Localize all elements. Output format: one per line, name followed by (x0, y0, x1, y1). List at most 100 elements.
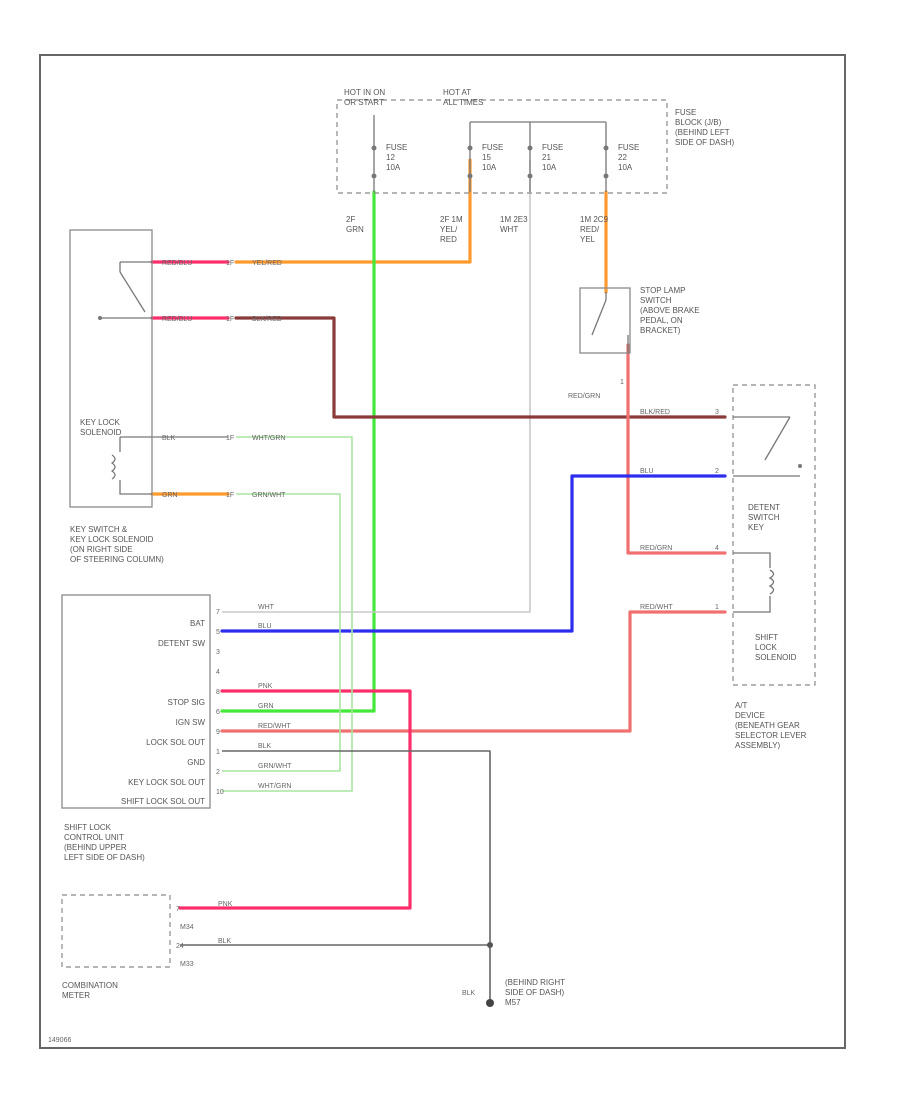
wire-grn-ign (220, 190, 376, 713)
key-switch-desc: KEY SWITCH &KEY LOCK SOLENOID(ON RIGHT S… (70, 525, 164, 564)
stop-lamp-out: RED/GRN (568, 393, 600, 400)
cu-pin-num-8: 2 (216, 769, 220, 776)
fuse-block-outline (336, 99, 668, 194)
wire-blk-meter (180, 944, 491, 1000)
cu-pin-wire-8: GRN/WHT (258, 763, 292, 770)
wire-pnk (178, 689, 412, 910)
at-w2: BLU (640, 468, 654, 475)
meter-outline (61, 894, 171, 968)
ground-icon (486, 999, 494, 1007)
cu-pin-num-9: 10 (216, 789, 224, 796)
shift-solenoid-coil (733, 552, 775, 613)
wire-grn-wht (222, 493, 341, 772)
key-w2-in: RED/BLU (162, 316, 192, 323)
solenoid-coil (110, 436, 152, 495)
splice-dot (487, 942, 493, 948)
wire-red-grn (626, 343, 727, 555)
cu-pin-wire-4: PNK (258, 683, 273, 690)
at-w4: RED/WHT (640, 604, 673, 611)
cu-pin-wire-5: GRN (258, 703, 274, 710)
at-p4: 1 (715, 604, 719, 611)
cu-pin-num-6: 9 (216, 729, 220, 736)
wire-blu-detent (220, 474, 727, 633)
ground-wire: BLK (462, 990, 476, 997)
key-w1-in: RED/BLU (162, 260, 192, 267)
cu-pin-label-0: BAT (190, 619, 205, 628)
wire-yel-red (234, 158, 472, 264)
key-w1-out: YEL/RED (252, 260, 282, 267)
wire-wht-grn (222, 436, 353, 792)
cu-pin-num-7: 1 (216, 749, 220, 756)
cu-pin-label-7: GND (187, 758, 205, 767)
wire-red-wht (220, 610, 727, 733)
cu-pin-wire-7: BLK (258, 743, 272, 750)
key-c2: 1F (226, 316, 234, 323)
cu-pin-wire-1: BLU (258, 623, 272, 630)
cu-pin-label-5: IGN SW (176, 718, 206, 727)
cu-pin-num-5: 6 (216, 709, 220, 716)
cu-pin-num-4: 8 (216, 689, 220, 696)
key-w4-out: GRN/WHT (252, 492, 286, 499)
key-c3: 1F (226, 435, 234, 442)
cu-pin-label-6: LOCK SOL OUT (146, 738, 205, 747)
wire-blk-gnd (222, 750, 491, 945)
key-w3-out: WHT/GRN (252, 435, 285, 442)
wire-wht-bat (222, 160, 531, 613)
cu-pin-label-8: KEY LOCK SOL OUT (128, 778, 205, 787)
at-p1: 3 (715, 409, 719, 416)
cu-pin-num-2: 3 (216, 649, 220, 656)
wire-blk-red (234, 316, 727, 419)
diagram-code: 149066 (48, 1037, 71, 1044)
at-p3: 4 (715, 545, 719, 552)
cu-pin-num-0: 7 (216, 609, 220, 616)
cu-pin-wire-0: WHT (258, 604, 275, 611)
cu-pin-label-9: SHIFT LOCK SOL OUT (121, 797, 205, 806)
key-c4: 1F (226, 492, 234, 499)
meter-c2: M33 (180, 961, 194, 968)
at-w3: RED/GRN (640, 545, 672, 552)
key-switch-box (69, 229, 153, 508)
meter-w1: PNK (218, 901, 233, 908)
at-p2: 2 (715, 468, 719, 475)
at-w1: BLK/RED (640, 409, 670, 416)
meter-p2: 24 (176, 943, 184, 950)
meter-w2: BLK (218, 938, 232, 945)
cu-pin-wire-9: WHT/GRN (258, 783, 291, 790)
control-unit-pins: BAT DETENT SW STOP SIG IGN SW LOCK SOL O… (121, 604, 292, 806)
meter-c1: M34 (180, 924, 194, 931)
stop-lamp-box (579, 287, 631, 354)
stop-lamp-pin: 1 (620, 379, 624, 386)
diagram-frame (39, 54, 846, 1049)
key-w2-out: BLK/RED (252, 316, 282, 323)
cu-pin-num-3: 4 (216, 669, 220, 676)
key-c1: 1F (226, 260, 234, 267)
at-device-outline (732, 384, 816, 686)
